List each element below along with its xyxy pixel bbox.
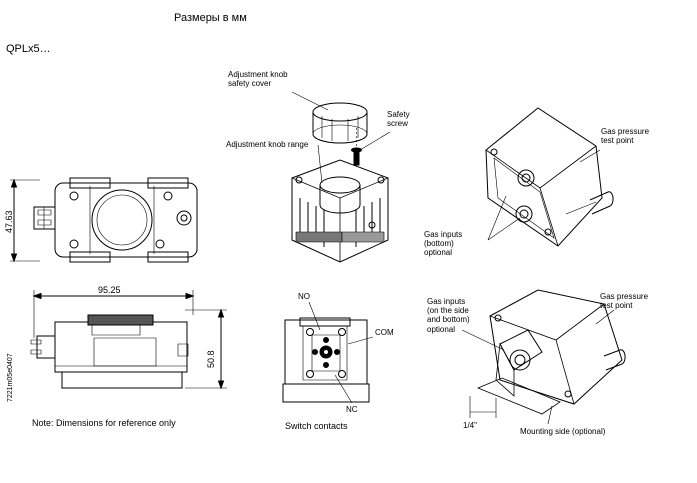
label-knob-cover: Adjustment knob safety cover xyxy=(228,70,288,89)
dimension-height-left: 47.63 xyxy=(4,210,14,233)
label-iso-top-gas-pressure: Gas pressure test point xyxy=(601,127,650,146)
iso-view-bottom-drawing xyxy=(462,290,625,424)
label-iso-top-gas-inputs: Gas inputs (bottom) optional xyxy=(424,230,463,258)
label-knob-range: Adjustment knob range xyxy=(226,140,309,149)
label-switch-nc: NC xyxy=(346,405,358,414)
label-switch-caption: Switch contacts xyxy=(285,421,348,431)
dimension-height-right: 50.8 xyxy=(206,350,216,368)
dimensions-note: Note: Dimensions for reference only xyxy=(32,418,176,428)
top-view-drawing xyxy=(10,178,197,262)
drawing-code: 7221m05e0407 xyxy=(7,353,14,402)
side-view-drawing xyxy=(31,290,227,388)
label-mounting-side: Mounting side (optional) xyxy=(520,427,606,436)
label-switch-no: NO xyxy=(298,292,310,301)
label-switch-com: COM xyxy=(375,328,394,337)
iso-view-top-drawing xyxy=(486,108,613,246)
dimension-width-bottom: 95.25 xyxy=(98,285,121,295)
switch-contacts-drawing xyxy=(283,302,373,403)
exploded-view-drawing xyxy=(292,92,390,262)
model-label: QPLx5… xyxy=(6,43,51,55)
label-safety-screw: Safety screw xyxy=(387,110,410,129)
label-iso-bottom-gas-pressure: Gas pressure test point xyxy=(600,292,649,311)
page-heading: Размеры в мм xyxy=(174,12,247,24)
label-thread-size: 1/4" xyxy=(463,421,477,430)
label-iso-bottom-gas-inputs: Gas inputs (on the side and bottom) opti… xyxy=(427,297,470,334)
